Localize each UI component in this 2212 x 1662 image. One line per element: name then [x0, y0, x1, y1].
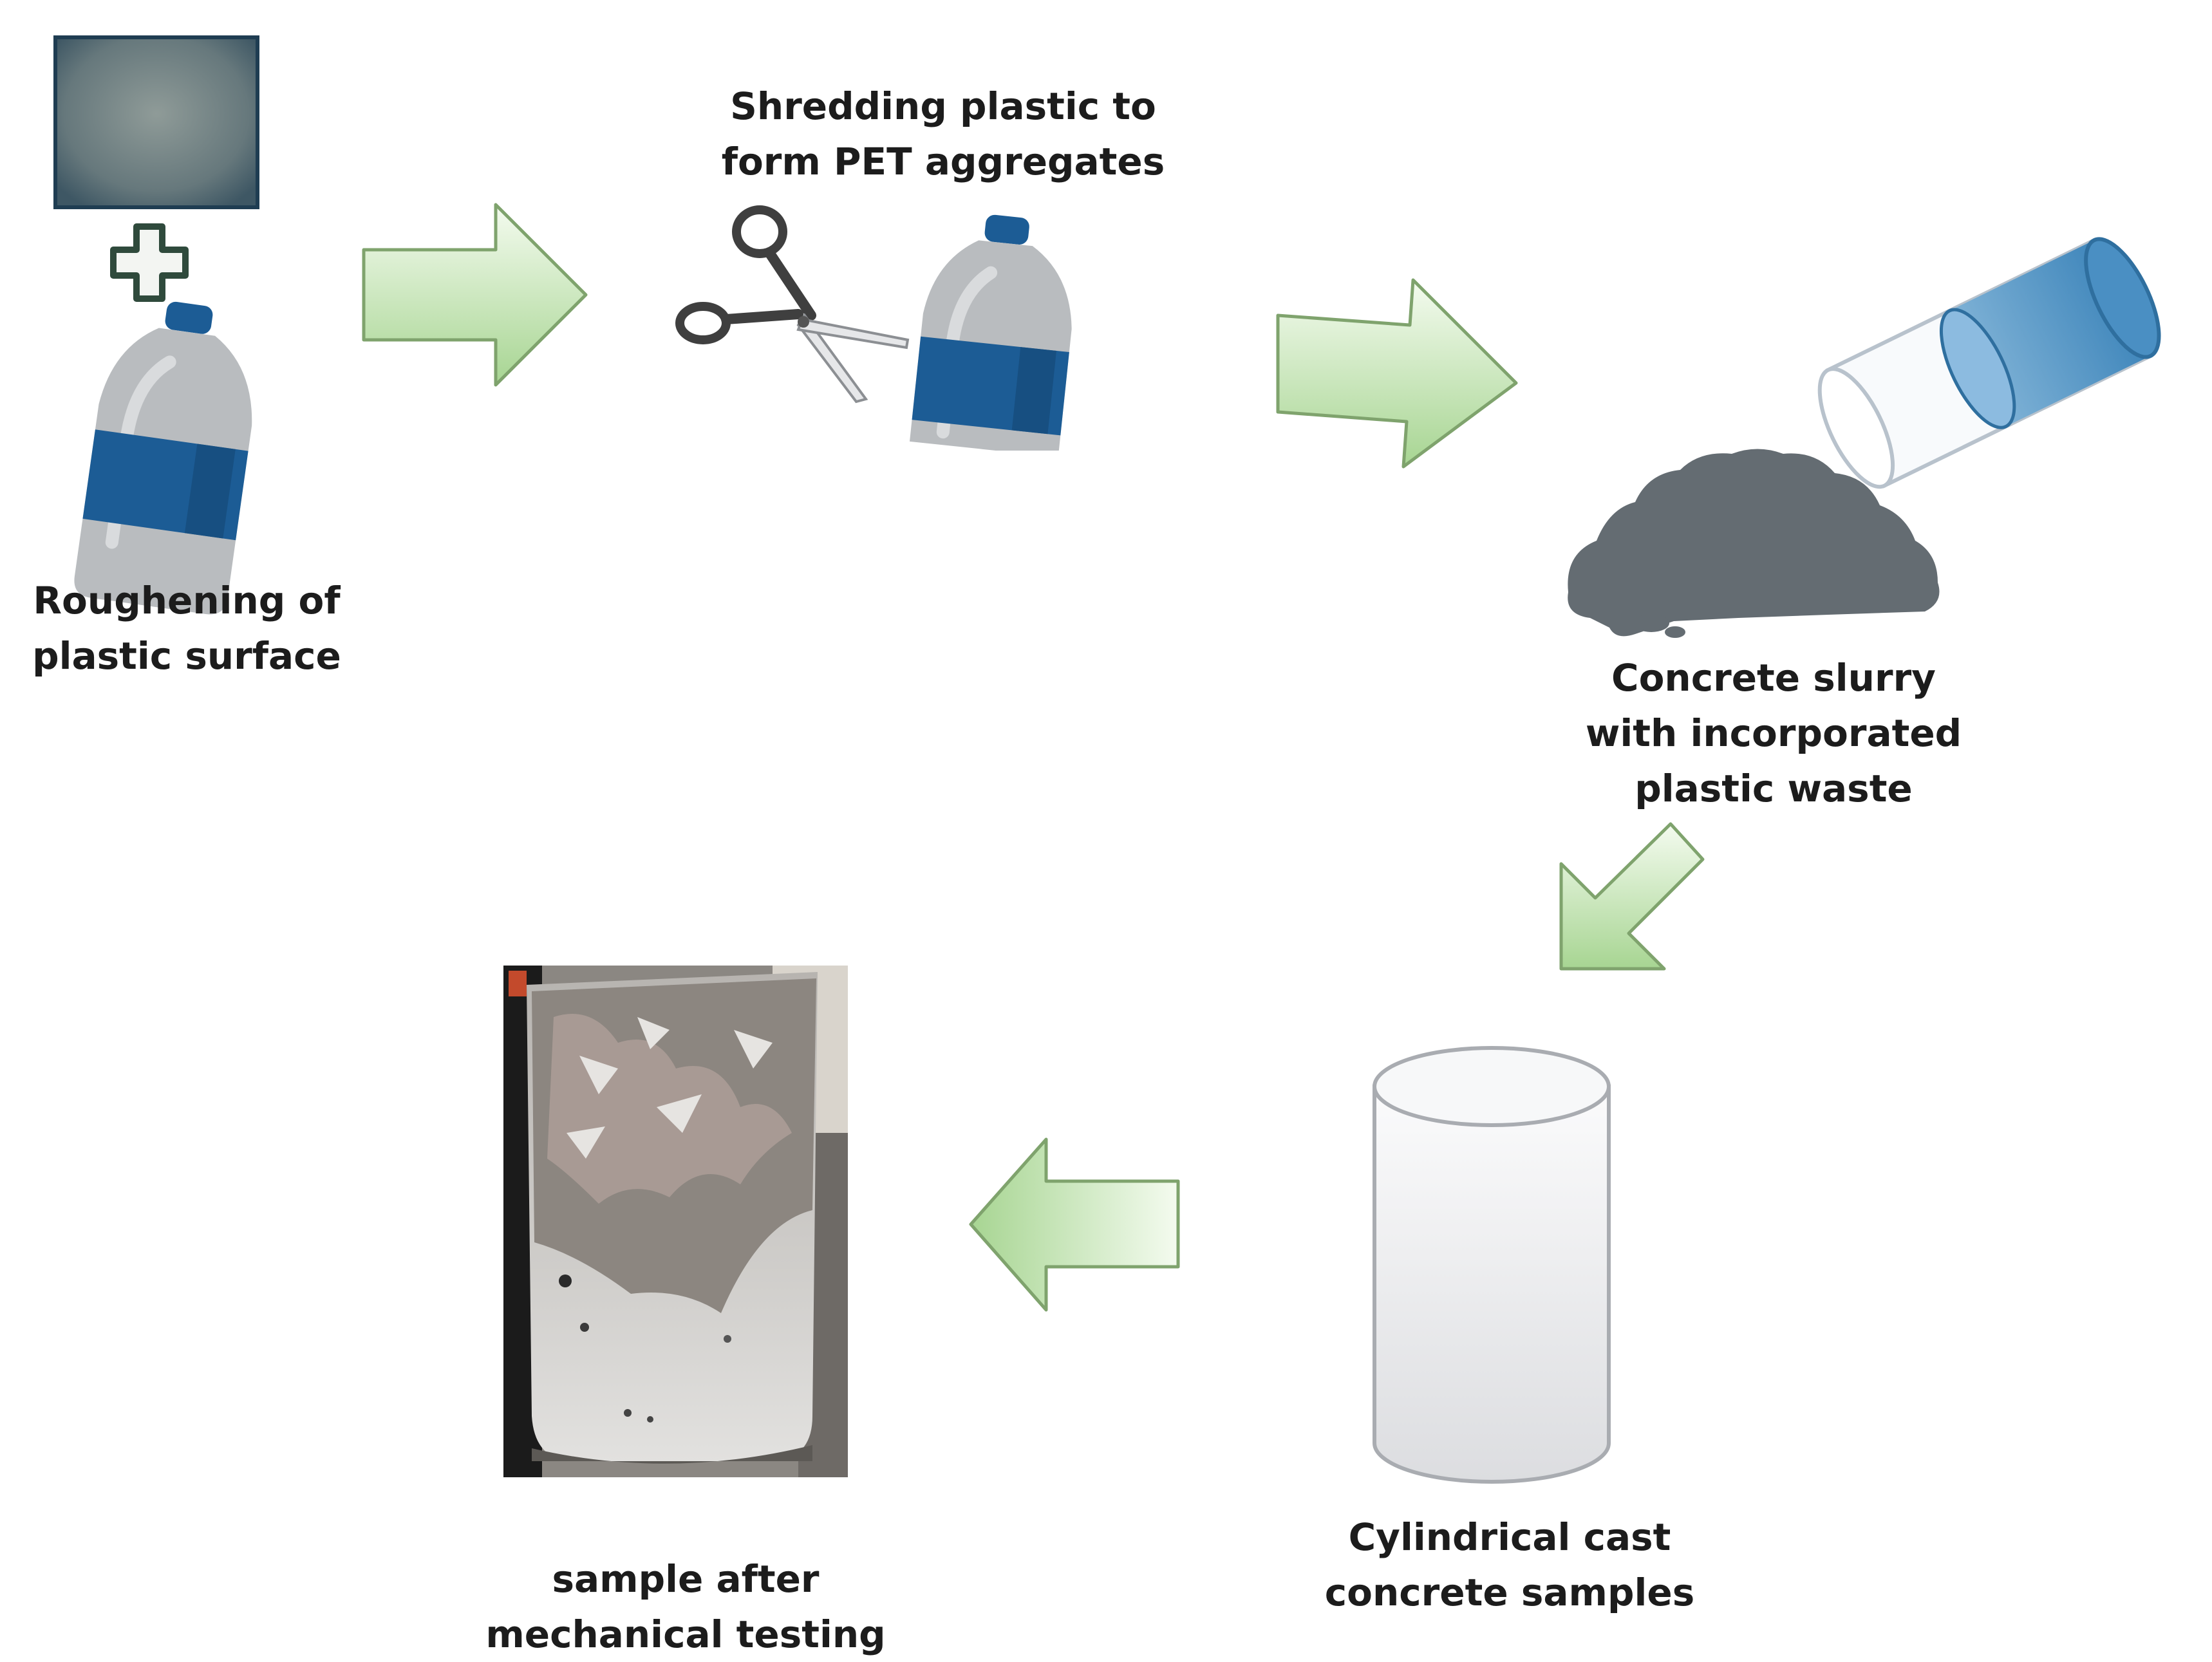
tested-specimen-photo — [503, 966, 848, 1477]
concrete-pile-icon — [1568, 449, 1940, 637]
label-concrete-slurry: Concrete slurry with incorporated plasti… — [1585, 656, 1962, 810]
scissors-icon — [675, 205, 910, 404]
cylinder-mold-icon — [1373, 1046, 1611, 1484]
sandpaper-icon — [53, 35, 259, 209]
label-roughening: Roughening of plastic surface — [32, 579, 341, 678]
arrow-right-1 — [362, 203, 588, 387]
label-cylindrical-samples: Cylindrical cast concrete samples — [1324, 1515, 1695, 1614]
label-shredding: Shredding plastic to form PET aggregates — [721, 84, 1165, 183]
plus-icon — [110, 223, 189, 302]
arrow-left — [969, 1137, 1180, 1312]
arrow-down-left — [1559, 822, 1705, 971]
water-cup-icon — [1817, 237, 2161, 489]
label-sample-after-testing: sample after mechanical testing — [485, 1557, 886, 1656]
arrow-right-2 — [1276, 278, 1518, 469]
plastic-bottle-icon — [74, 301, 252, 615]
plastic-bottle-icon — [910, 214, 1072, 458]
